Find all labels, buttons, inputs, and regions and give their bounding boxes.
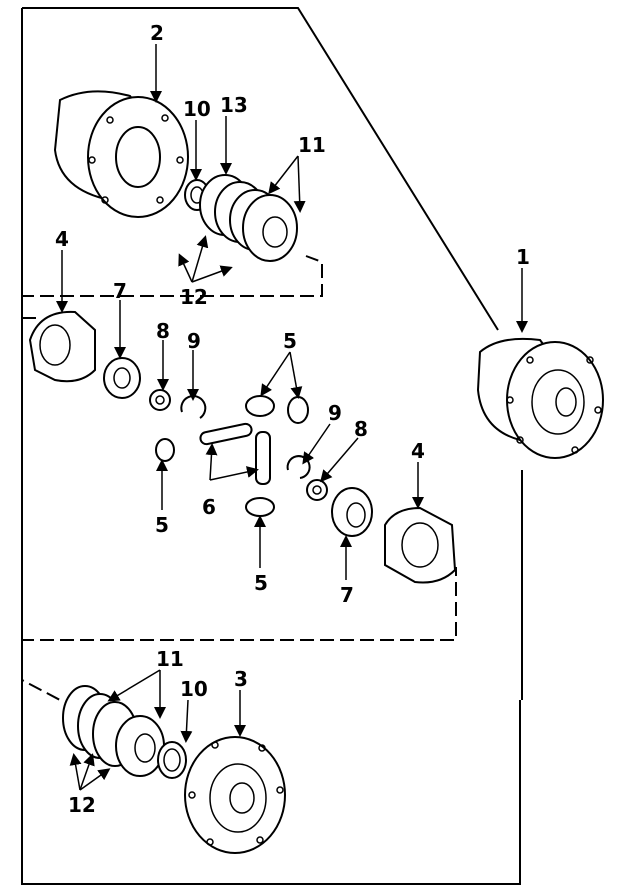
snap-ring-left (180, 395, 207, 419)
side-gear-right (331, 487, 373, 537)
pinion-gear-bottom (245, 497, 275, 517)
callout-8-right: 8 (354, 417, 368, 441)
callout-4-right: 4 (411, 439, 425, 463)
pinion-gears-top (245, 395, 309, 424)
callout-13: 13 (220, 93, 248, 117)
callout-5-top: 5 (283, 329, 297, 353)
callout-5-left: 5 (155, 513, 169, 537)
thrust-ring-bottom (157, 741, 187, 779)
cross-shafts (199, 422, 271, 485)
callout-8-left: 8 (156, 319, 170, 343)
case-half-bottom (184, 736, 286, 854)
spacer-right (306, 479, 328, 501)
leader-lines (56, 44, 528, 791)
callout-1: 1 (516, 245, 530, 269)
callout-3: 3 (234, 667, 248, 691)
callout-9-left: 9 (187, 329, 201, 353)
callout-9-right: 9 (328, 401, 342, 425)
callout-11-bottom: 11 (156, 647, 184, 671)
callout-11-top: 11 (298, 133, 326, 157)
frame-lines (21, 7, 523, 885)
callout-12-bottom: 12 (68, 793, 96, 817)
spacer-left (149, 389, 171, 411)
callout-5-bottom: 5 (254, 571, 268, 595)
differential-assembly (476, 337, 604, 459)
callout-7-left: 7 (113, 279, 127, 303)
callout-7-right: 7 (340, 583, 354, 607)
callout-10-bottom: 10 (180, 677, 208, 701)
callout-labels: 2 10 13 11 12 4 7 8 9 5 9 8 4 5 6 5 7 1 … (55, 21, 530, 817)
pressure-ring-right (384, 506, 457, 584)
pinion-gear-left (155, 438, 175, 462)
callout-6: 6 (202, 495, 216, 519)
callout-12-top: 12 (180, 285, 208, 309)
case-half-top (53, 90, 189, 218)
pressure-ring-left (28, 310, 96, 383)
callout-4-left: 4 (55, 227, 69, 251)
side-gear-left (103, 357, 141, 399)
clutch-pack-top (199, 174, 298, 262)
clutch-pack-bottom (62, 685, 165, 777)
callout-10-top: 10 (183, 97, 211, 121)
callout-2: 2 (150, 21, 164, 45)
